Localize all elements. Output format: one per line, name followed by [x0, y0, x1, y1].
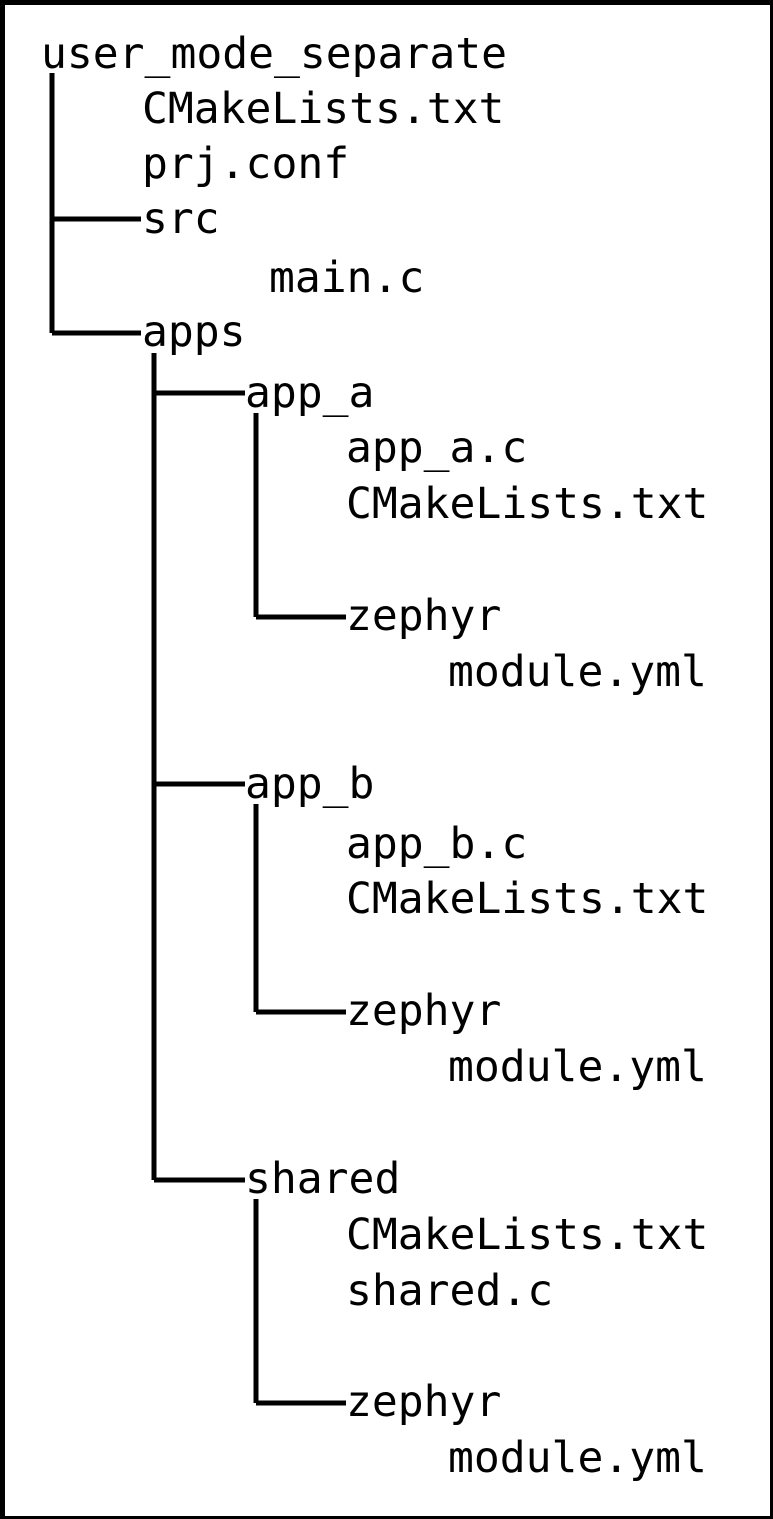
tree-node-shared-module[interactable]: module.yml [448, 1433, 707, 1483]
tree-branch-canvas [49, 73, 346, 1406]
tree-node-shared-c[interactable]: shared.c [346, 1266, 554, 1316]
tree-node-src[interactable]: src [142, 194, 220, 244]
tree-node-src-main[interactable]: main.c [269, 253, 425, 303]
tree-node-shared-zephyr[interactable]: zephyr [346, 1377, 502, 1427]
branch-lines-group [49, 73, 346, 1406]
tree-node-app_b-zephyr[interactable]: zephyr [346, 986, 502, 1036]
tree-node-app_b-c[interactable]: app_b.c [346, 819, 528, 869]
tree-node-shared-cmake[interactable]: CMakeLists.txt [346, 1210, 709, 1260]
tree-node-root-prj[interactable]: prj.conf [142, 139, 350, 189]
tree-node-root-cmake[interactable]: CMakeLists.txt [142, 84, 505, 134]
tree-node-app_a-c[interactable]: app_a.c [346, 423, 528, 473]
tree-node-app_a-module[interactable]: module.yml [448, 647, 707, 697]
tree-node-app_a[interactable]: app_a [245, 368, 375, 418]
tree-node-app_b-module[interactable]: module.yml [448, 1042, 707, 1092]
tree-node-apps[interactable]: apps [142, 307, 246, 357]
tree-node-app_b-cmake[interactable]: CMakeLists.txt [346, 874, 709, 924]
tree-node-root[interactable]: user_mode_separate [41, 29, 507, 79]
tree-node-app_b[interactable]: app_b [245, 759, 375, 809]
tree-node-shared[interactable]: shared [245, 1154, 401, 1204]
tree-node-app_a-zephyr[interactable]: zephyr [346, 591, 502, 641]
tree-node-app_a-cmake[interactable]: CMakeLists.txt [346, 479, 709, 529]
